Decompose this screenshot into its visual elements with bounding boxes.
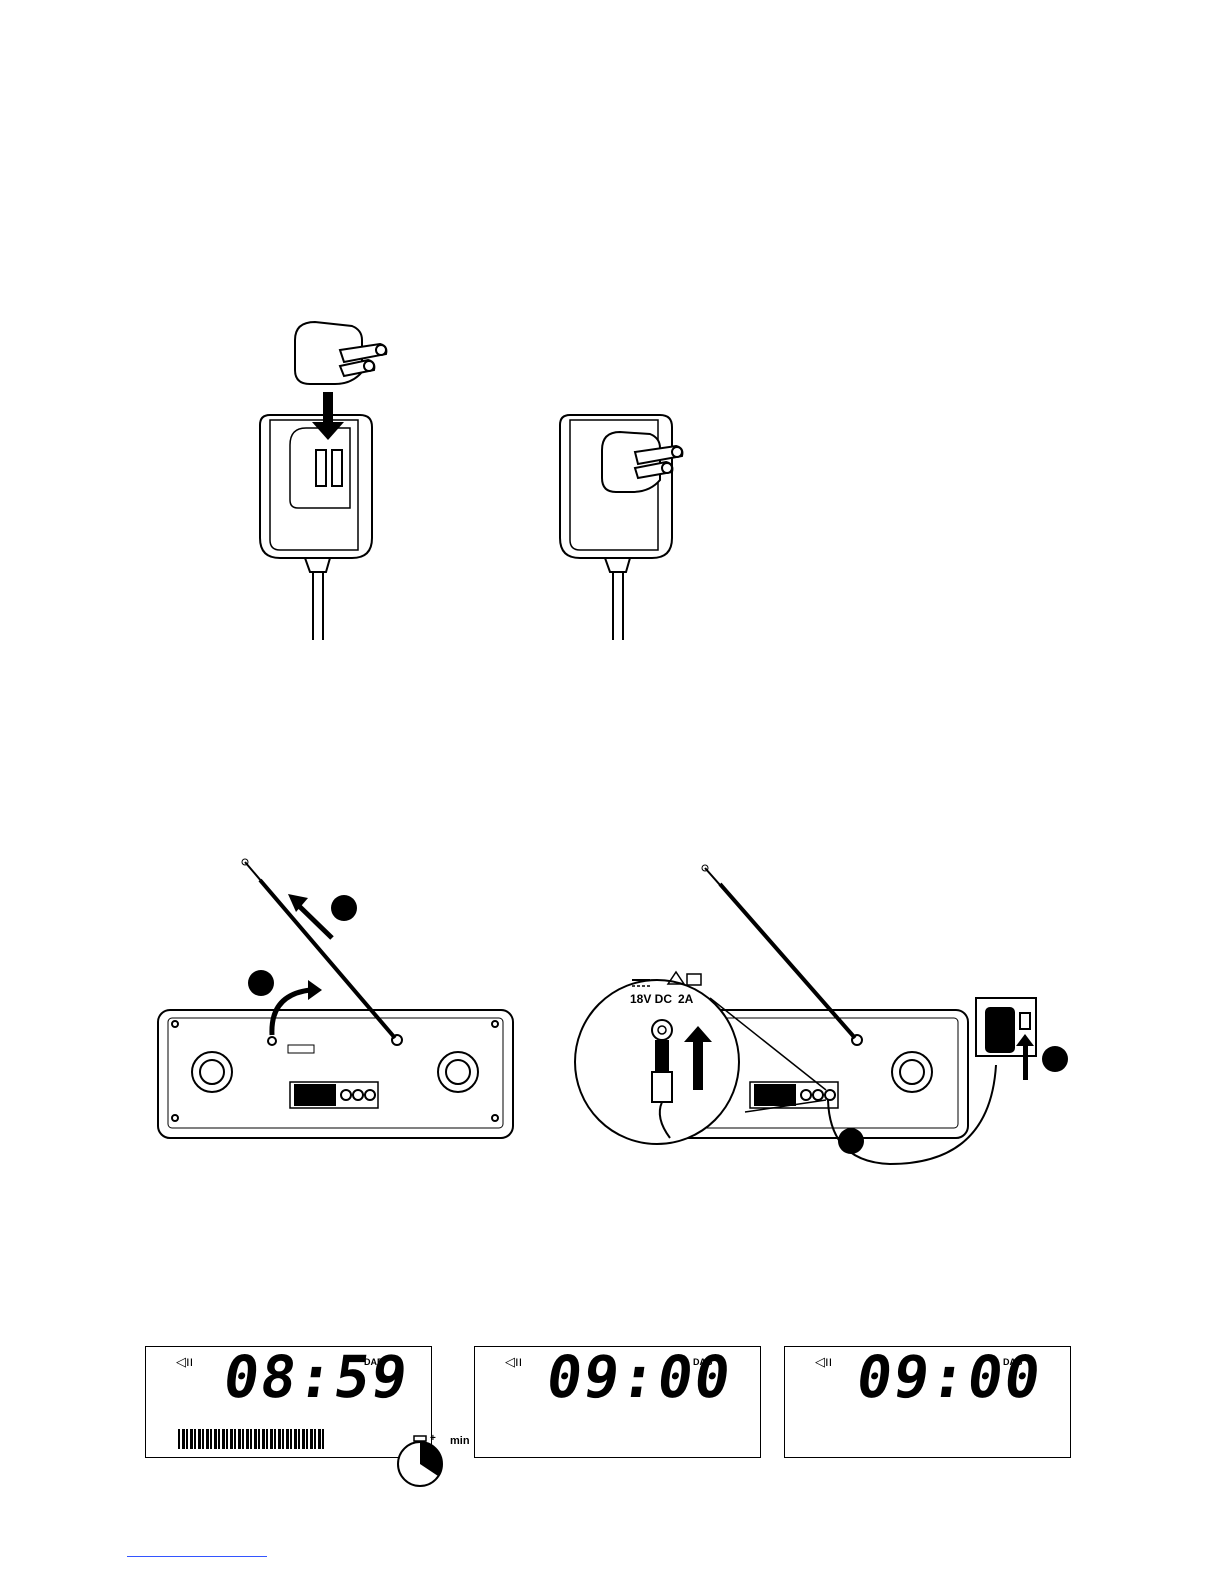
extend-arrow-icon [288, 894, 332, 938]
band-label: DAB [693, 1357, 713, 1367]
dc-voltage-label: 18V DC [630, 992, 672, 1006]
step-marker-1 [248, 970, 274, 996]
lcd-panel-1: ◁ıı 08:59 DAB [145, 1346, 432, 1458]
unclip-arrow-icon [272, 980, 322, 1035]
dc-current-label: 2A [678, 992, 693, 1006]
dc-input-magnifier [575, 972, 826, 1144]
radio-back-left [158, 1010, 513, 1138]
lcd-time: 08:59 [219, 1343, 413, 1411]
timer-plus: + [430, 1433, 436, 1444]
band-label: DAB [364, 1357, 384, 1367]
band-label: DAB [1003, 1357, 1023, 1367]
lcd-panel-2: ◁ıı 09:00 DAB [474, 1346, 761, 1458]
timer-icon [390, 1432, 450, 1492]
speaker-icon: ◁ıı [505, 1355, 522, 1370]
radio-setup-figure [150, 850, 1080, 1180]
speaker-icon: ◁ıı [176, 1355, 193, 1370]
plug-adapter-figure [240, 310, 720, 650]
footer-rule [127, 1556, 267, 1557]
antenna-left [242, 859, 402, 1045]
step-marker-3 [838, 1128, 864, 1154]
adapter-assembled [560, 415, 682, 640]
speaker-icon: ◁ıı [815, 1355, 832, 1370]
lcd-time: 09:00 [852, 1343, 1046, 1411]
lcd-time: 09:00 [542, 1343, 736, 1411]
adapter-attach-step [260, 322, 386, 640]
signal-progress-bar [178, 1429, 326, 1449]
lcd-panel-3: ◁ıı 09:00 DAB [784, 1346, 1071, 1458]
step-marker-2 [331, 895, 357, 921]
timer-unit-label: min [450, 1435, 470, 1447]
step-marker-4 [1042, 1046, 1068, 1072]
